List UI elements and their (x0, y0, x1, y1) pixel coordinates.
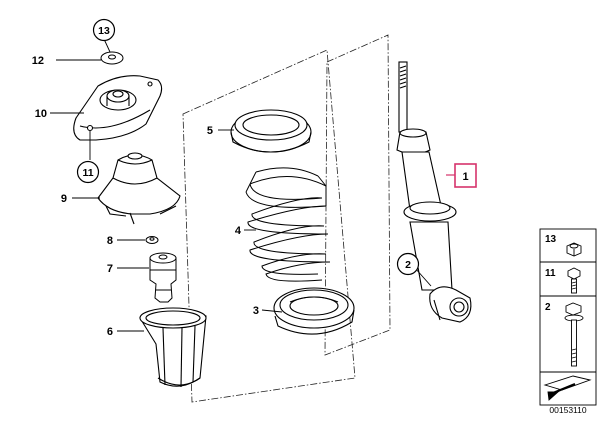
small-washer-part (145, 236, 159, 244)
leader-lines (50, 38, 432, 332)
callout-8: 8 (107, 235, 113, 247)
document-id: 00153110 (549, 405, 586, 415)
top-buffer-part (97, 152, 181, 225)
callout-2-circle (396, 252, 420, 276)
callout-13-circle (92, 18, 116, 42)
nut-icon (566, 242, 582, 257)
protective-tube-part (139, 307, 207, 388)
callout-12: 12 (32, 55, 44, 67)
callout-10: 10 (35, 108, 47, 120)
callout-1: 1 (462, 171, 468, 183)
strut-mount-part (73, 75, 163, 141)
lower-spring-pad-part (273, 287, 355, 335)
callout-11: 11 (82, 167, 93, 179)
callout-13: 13 (98, 25, 110, 37)
strut-group-frame (324, 34, 391, 356)
spring-group-frame (182, 49, 356, 403)
group-frames (182, 34, 391, 403)
callout-1-highlight-box (454, 163, 477, 188)
callout-9: 9 (61, 193, 67, 205)
callout-4: 4 (235, 225, 242, 237)
side-panel-label-11: 11 (545, 268, 556, 279)
callout-7: 7 (107, 263, 113, 275)
arrow-icon (543, 375, 592, 401)
upper-spring-pad-part (230, 109, 312, 153)
callout-5: 5 (207, 125, 213, 137)
shock-absorber-part (396, 61, 472, 323)
callout-2: 2 (405, 259, 411, 271)
callout-6: 6 (107, 326, 113, 338)
callout-3: 3 (253, 305, 259, 317)
coil-spring-part (245, 167, 331, 282)
callout-11-circle (76, 160, 100, 184)
side-panel-label-2: 2 (545, 302, 551, 313)
long-bolt-icon (564, 302, 584, 367)
side-panel-label-13: 13 (545, 234, 557, 245)
bolt-icon (567, 267, 581, 294)
hardware-side-panel: 13 11 2 (539, 228, 597, 406)
washer-part (100, 51, 124, 65)
bump-stop-part (149, 252, 177, 303)
